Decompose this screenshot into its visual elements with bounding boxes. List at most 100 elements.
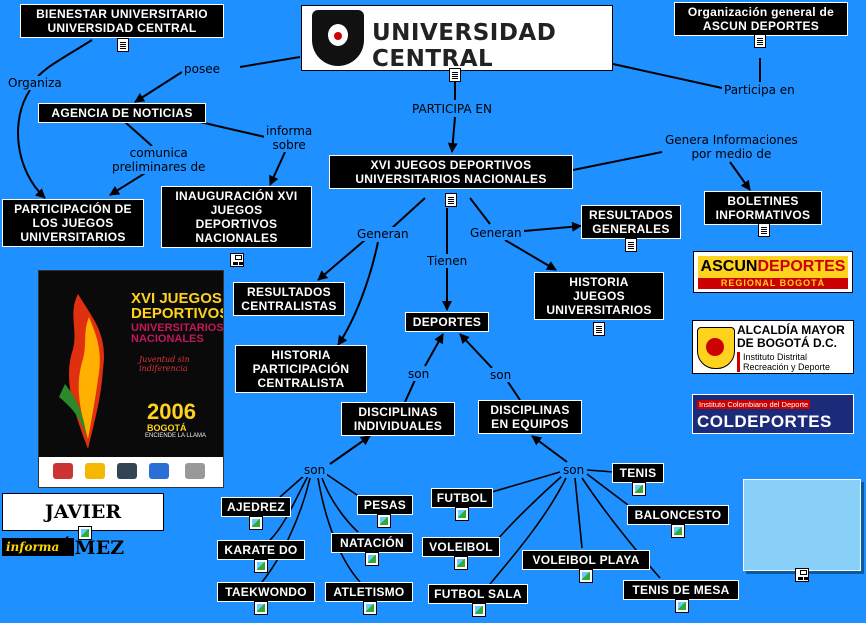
concept-map-icon[interactable] (795, 568, 809, 582)
document-icon[interactable] (593, 322, 605, 336)
link-label-generan-right: Generan (468, 226, 524, 240)
image-icon[interactable] (377, 514, 391, 528)
image-icon[interactable] (254, 559, 268, 573)
image-icon[interactable] (675, 599, 689, 613)
node-text: Organización general de (687, 5, 835, 19)
node-text: CENTRALISTA (257, 376, 345, 390)
alcaldia-subtitle: Instituto Distrital Recreación y Deporte (737, 352, 830, 372)
link-label-comunica: comunica preliminares de (110, 146, 208, 174)
link-agencia-comunica (124, 121, 153, 147)
node-voleibol-playa: VOLEIBOL PLAYA (522, 550, 650, 570)
document-icon[interactable] (754, 34, 766, 48)
image-icon[interactable] (454, 556, 468, 570)
image-icon[interactable] (249, 516, 263, 530)
node-disciplinas-individuales: DISCIPLINAS INDIVIDUALES (341, 402, 455, 436)
ascun-logo-subtitle: REGIONAL BOGOTÁ (698, 278, 848, 289)
node-text: AJEDREZ (226, 500, 286, 514)
node-pesas: PESAS (357, 495, 413, 515)
poster-subtitle-line: NACIONALES (131, 333, 204, 345)
node-text: NACIONALES (195, 231, 278, 245)
link-label-son-right: son (488, 368, 514, 382)
document-icon[interactable] (445, 193, 457, 207)
informa-logo[interactable]: informa (2, 538, 74, 556)
image-icon[interactable] (455, 507, 469, 521)
link-son-deportes-right (459, 333, 493, 369)
link-label-organiza: Organiza (6, 76, 64, 90)
link-label-tienen: Tienen (425, 254, 470, 268)
link-label-participa-en: Participa en (722, 83, 797, 97)
image-icon[interactable] (579, 569, 593, 583)
link-label-line: Genera Informaciones (665, 133, 798, 147)
link-label-informa-sobre: informa sobre (264, 124, 315, 152)
sponsor-logo-icon (85, 463, 105, 479)
link-son-tenis-mesa (581, 477, 661, 579)
node-text: INFORMATIVOS (715, 208, 811, 222)
javier-gomez-logo[interactable]: JAVIER GÓMEZ (2, 493, 164, 559)
document-icon[interactable] (758, 223, 770, 237)
link-label-participa-en-upper: PARTICIPA EN (410, 102, 494, 116)
alcaldia-line: Instituto Distrital (743, 352, 808, 362)
poster-tagline: Juventud sin indiferencia (139, 355, 190, 373)
image-icon[interactable] (632, 482, 646, 496)
sponsor-logo-icon (117, 463, 137, 479)
empty-image-frame[interactable] (743, 479, 861, 571)
link-son-voleibol (496, 475, 563, 541)
node-karate: KARATE DO (217, 540, 305, 560)
document-icon[interactable] (449, 68, 461, 82)
link-son-voleibol-playa (574, 477, 583, 549)
concept-map-icon[interactable] (230, 253, 244, 267)
document-icon[interactable] (625, 238, 637, 252)
link-label-line: sobre (272, 138, 306, 152)
link-son-pesas (325, 473, 361, 498)
alcaldia-line: ALCALDÍA MAYOR (737, 323, 845, 337)
link-genera-boletines (729, 161, 751, 191)
node-natacion: NATACIÓN (331, 533, 413, 553)
link-son-deportes-left (424, 333, 444, 367)
node-text: EN EQUIPOS (491, 417, 569, 431)
alcaldia-bogota-logo[interactable]: ALCALDÍA MAYOR DE BOGOTÁ D.C. Instituto … (692, 320, 854, 374)
image-icon[interactable] (78, 526, 92, 540)
image-icon[interactable] (472, 603, 486, 617)
bogota-crest-icon (697, 327, 735, 369)
node-text: ATLETISMO (333, 585, 405, 599)
node-text: JUEGOS (573, 289, 625, 303)
link-posee-agencia (134, 71, 183, 103)
node-participacion: PARTICIPACIÓN DE LOS JUEGOS UNIVERSITARI… (2, 199, 144, 247)
image-icon[interactable] (254, 601, 268, 615)
ascun-part2: DEPORTES (757, 258, 846, 275)
sponsor-logo-icon (185, 463, 205, 479)
node-text: CENTRALISTAS (241, 299, 337, 313)
link-label-generan-left: Generan (355, 227, 411, 241)
node-text: UNIVERSITARIOS (546, 303, 652, 317)
link-son-futbol-sala (489, 477, 567, 585)
link-generan-resultados-centralistas (317, 239, 366, 281)
ascun-part1: ASCUN (700, 258, 758, 275)
node-text: DEPORTES (412, 315, 482, 329)
ascun-deportes-logo[interactable]: ASCUNDEPORTES REGIONAL BOGOTÁ (693, 251, 853, 293)
node-text: UNIVERSIDAD CENTRAL (47, 21, 197, 35)
node-inauguracion: INAUGURACIÓN XVI JUEGOS DEPORTIVOS NACIO… (161, 186, 312, 248)
node-ascun-organizacion: Organización general de ASCUN DEPORTES (674, 2, 848, 36)
image-icon[interactable] (365, 552, 379, 566)
poster-subtitle: UNIVERSITARIOS NACIONALES (131, 323, 223, 345)
node-historia-juegos: HISTORIA JUEGOS UNIVERSITARIOS (534, 272, 664, 320)
link-label-son-equipos: son (561, 463, 587, 477)
image-icon[interactable] (363, 601, 377, 615)
juegos-poster-image[interactable]: XVI JUEGOS DEPORTIVOS UNIVERSITARIOS NAC… (38, 270, 224, 488)
link-uc-posee (239, 56, 301, 68)
link-son-ajedrez (279, 473, 307, 498)
node-text: FUTBOL (436, 491, 488, 505)
node-ajedrez: AJEDREZ (221, 497, 291, 517)
node-text: PARTICIPACIÓN DE (14, 202, 132, 216)
node-text: FUTBOL SALA (434, 587, 522, 601)
universidad-central-logo[interactable]: UNIVERSIDAD CENTRAL (301, 5, 613, 72)
node-taekwondo: TAEKWONDO (217, 582, 315, 602)
coldeportes-logo[interactable]: Instituto Colombiano del Deporte COLDEPO… (692, 394, 854, 434)
link-label-son-individual: son (302, 463, 328, 477)
image-icon[interactable] (671, 524, 685, 538)
document-icon[interactable] (117, 38, 129, 52)
node-text: BOLETINES (727, 194, 799, 208)
link-label-son-left: son (406, 367, 432, 381)
node-tenis-mesa: TENIS DE MESA (623, 580, 739, 600)
sponsor-logo-icon (149, 463, 169, 479)
